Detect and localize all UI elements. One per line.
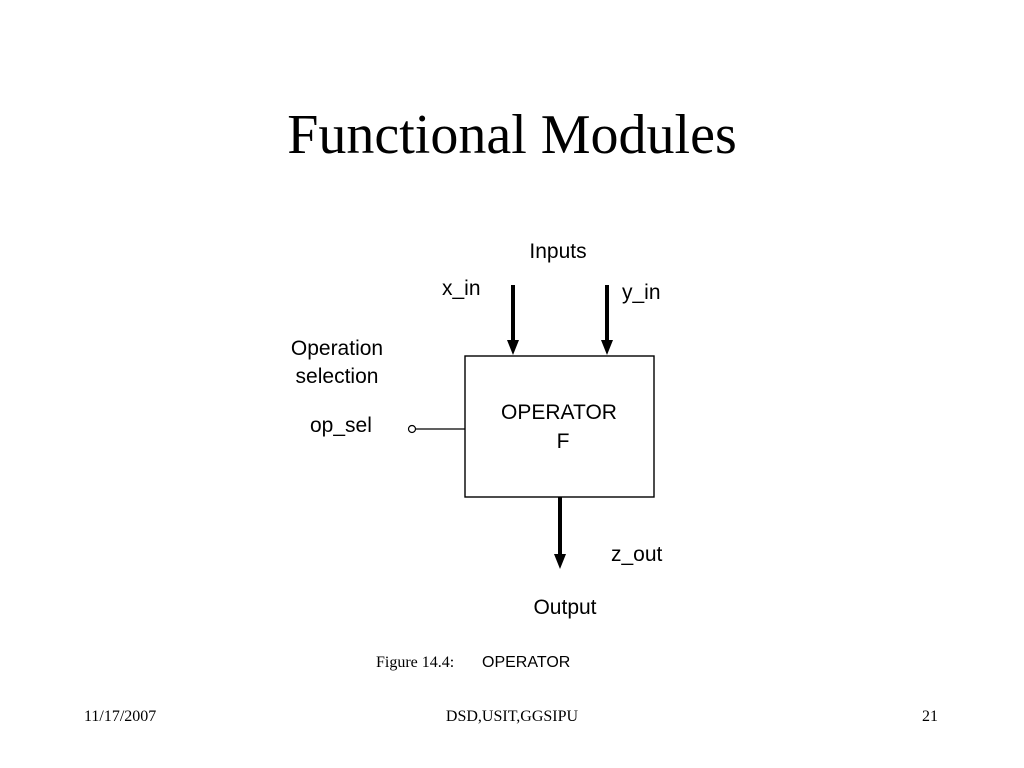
footer-center-text: DSD,USIT,GGSIPU: [445, 708, 579, 725]
operator-box-line2: F: [557, 430, 570, 453]
footer-date: 11/17/2007: [84, 708, 157, 725]
operation-selection-line1: Operation: [291, 337, 383, 360]
x-in-arrow: [507, 285, 519, 355]
slide-title: Functional Modules: [287, 104, 737, 166]
z-out-arrow: [554, 497, 566, 569]
output-label: Output: [533, 596, 596, 619]
y-in-arrow: [601, 285, 613, 355]
footer-page-number: 21: [922, 708, 938, 725]
operator-box-line1: OPERATOR: [501, 401, 617, 424]
y-in-label: y_in: [622, 281, 661, 304]
op-sel-label: op_sel: [310, 414, 372, 437]
operator-box: [464, 355, 655, 498]
figure-caption-number: Figure 14.4:: [376, 654, 454, 671]
figure-caption-name: OPERATOR: [482, 654, 570, 671]
x-in-label: x_in: [442, 277, 481, 300]
inputs-label: Inputs: [529, 240, 586, 263]
operation-selection-line2: selection: [296, 365, 379, 388]
z-out-label: z_out: [611, 543, 663, 566]
op-sel-connector: [407, 424, 465, 434]
